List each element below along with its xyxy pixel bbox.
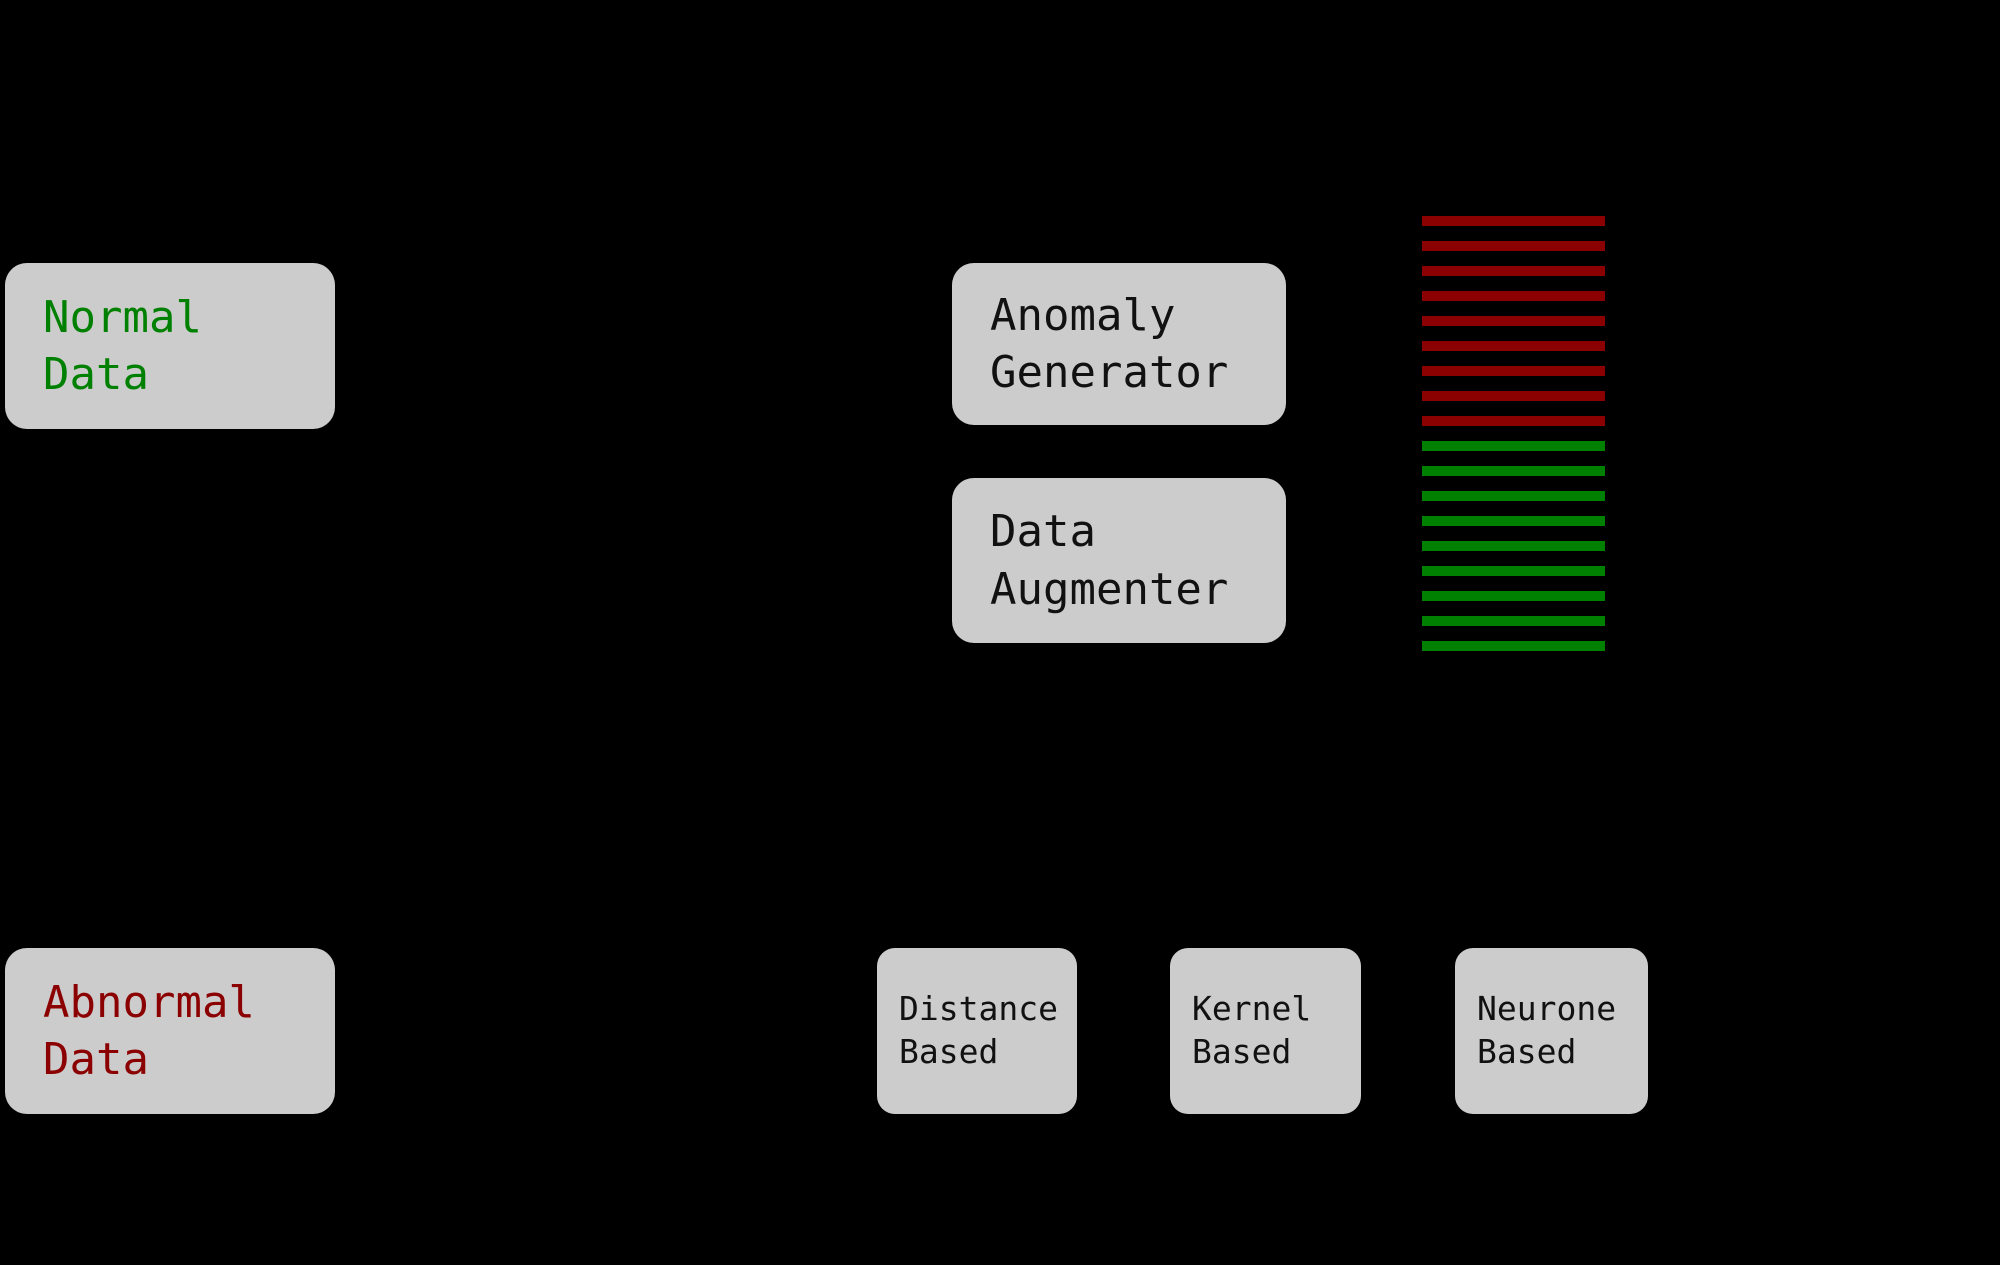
stripe-abnormal-3 <box>1422 266 1605 276</box>
node-kernel-based-line-2: Based <box>1192 1032 1292 1071</box>
stripe-normal-12 <box>1422 491 1605 501</box>
stripe-normal-17 <box>1422 616 1605 626</box>
stripe-abnormal-1 <box>1422 216 1605 226</box>
stripe-normal-14 <box>1422 541 1605 551</box>
stripe-abnormal-4 <box>1422 291 1605 301</box>
stripe-abnormal-9 <box>1422 416 1605 426</box>
stripe-normal-10 <box>1422 441 1605 451</box>
stripe-abnormal-6 <box>1422 341 1605 351</box>
node-data-augmenter[interactable]: Data Augmenter <box>952 478 1286 643</box>
stripe-normal-18 <box>1422 641 1605 651</box>
node-kernel-based-line-1: Kernel <box>1192 989 1312 1029</box>
node-normal-data-line-1: Normal <box>43 291 202 343</box>
stripe-normal-15 <box>1422 566 1605 576</box>
node-normal-data-line-2: Data <box>43 349 149 400</box>
node-abnormal-data-line-2: Data <box>43 1034 149 1085</box>
node-abnormal-data[interactable]: Abnormal Data <box>5 948 335 1114</box>
stripe-abnormal-7 <box>1422 366 1605 376</box>
node-abnormal-data-line-1: Abnormal <box>43 976 255 1028</box>
node-distance-based-line-1: Distance <box>899 989 1058 1029</box>
stripe-abnormal-5 <box>1422 316 1605 326</box>
stripe-stack-mixed-samples <box>1422 216 1605 686</box>
node-neurone-based-line-2: Based <box>1477 1032 1577 1071</box>
node-normal-data[interactable]: Normal Data <box>5 263 335 429</box>
stripe-normal-16 <box>1422 591 1605 601</box>
node-distance-based[interactable]: Distance Based <box>877 948 1077 1114</box>
node-data-augmenter-line-2: Augmenter <box>990 563 1229 615</box>
stripe-normal-13 <box>1422 516 1605 526</box>
node-distance-based-line-2: Based <box>899 1032 999 1071</box>
stripe-abnormal-8 <box>1422 391 1605 401</box>
node-neurone-based[interactable]: Neurone Based <box>1455 948 1648 1114</box>
node-kernel-based[interactable]: Kernel Based <box>1170 948 1361 1114</box>
stripe-abnormal-2 <box>1422 241 1605 251</box>
node-anomaly-generator-line-2: Generator <box>990 347 1229 398</box>
node-anomaly-generator-line-1: Anomaly <box>990 289 1176 341</box>
node-data-augmenter-line-1: Data <box>990 506 1096 558</box>
node-neurone-based-line-1: Neurone <box>1477 989 1617 1029</box>
node-anomaly-generator[interactable]: Anomaly Generator <box>952 263 1286 425</box>
stripe-normal-11 <box>1422 466 1605 476</box>
